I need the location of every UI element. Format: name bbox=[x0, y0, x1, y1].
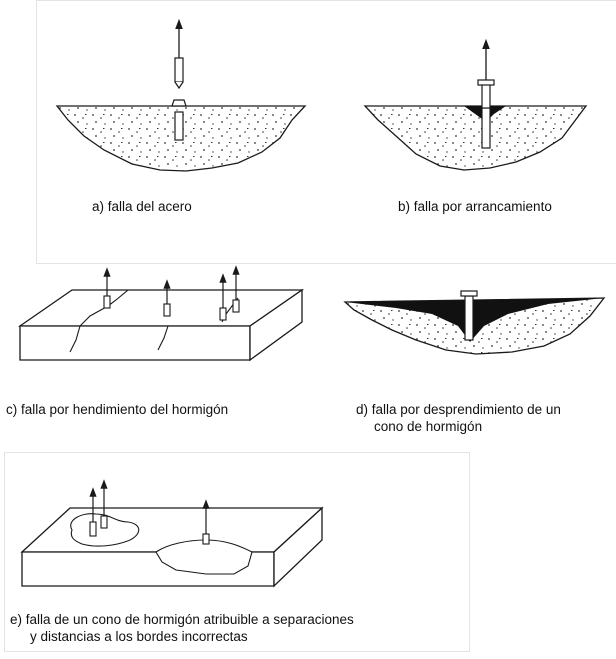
edge-cone-e bbox=[155, 539, 253, 575]
anchor-nut-b bbox=[477, 79, 495, 86]
anchor-embedded-a bbox=[174, 111, 184, 141]
slab-front-c bbox=[19, 325, 251, 361]
panel-b-pullout-failure bbox=[363, 38, 588, 171]
anchor-4-c bbox=[232, 299, 240, 313]
caption-d-line2: cono de hormigón bbox=[374, 419, 483, 434]
anchor-1-c bbox=[103, 295, 111, 309]
caption-b: b) falla por arrancamiento bbox=[398, 199, 552, 214]
anchor-shaft-b bbox=[481, 83, 491, 109]
caption-a: a) falla del acero bbox=[92, 199, 192, 214]
anchor-shaft-d bbox=[464, 295, 474, 341]
panel-d-cone-breakout bbox=[343, 290, 606, 355]
concrete-body-b bbox=[363, 105, 588, 171]
slab-side-e bbox=[273, 506, 323, 588]
anchor-nut-a bbox=[171, 99, 187, 107]
anchor-nut-d bbox=[460, 290, 478, 297]
crack-1-c bbox=[69, 289, 129, 353]
breakout-cone-d bbox=[345, 298, 604, 342]
caption-c: c) falla por hendimiento del hormigón bbox=[6, 402, 229, 417]
anchor-3-e bbox=[202, 533, 210, 545]
slab-side-c bbox=[249, 288, 303, 362]
panel-c-splitting-failure bbox=[17, 265, 305, 362]
crack-2-c bbox=[157, 325, 169, 351]
anchor-3-c bbox=[219, 307, 227, 321]
panel-a-steel-failure bbox=[55, 18, 307, 172]
caption-e-line1: e) falla de un cono de hormigón atribuib… bbox=[10, 612, 354, 627]
caption-d-line1: d) falla por desprendimiento de un bbox=[356, 402, 561, 417]
anchor-2-c bbox=[163, 303, 171, 317]
panel-e-edge-spacing-failure bbox=[20, 479, 324, 588]
anchor-2-e bbox=[100, 515, 108, 529]
anchor-1-e bbox=[89, 521, 97, 537]
anchor-fragment-a bbox=[174, 57, 184, 83]
anchor-embedded-b bbox=[481, 107, 491, 149]
caption-e-line2: y distancias a los bordes incorrectas bbox=[30, 629, 248, 644]
